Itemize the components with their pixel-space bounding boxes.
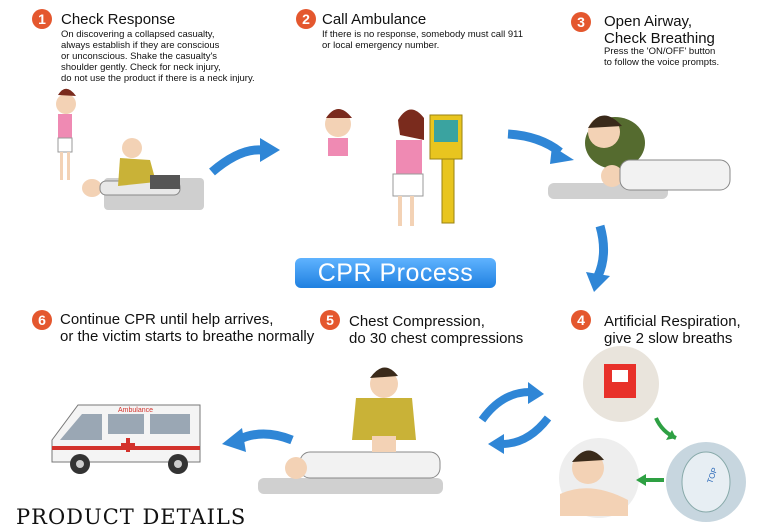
step6-title: Continue CPR until help arrives, or the … <box>60 311 314 345</box>
step4-title-line: give 2 slow breaths <box>604 330 733 347</box>
step3-description: Press the 'ON/OFF' button to follow the … <box>604 46 719 68</box>
step1-desc-line: always establish if they are conscious <box>61 40 220 51</box>
step5-illustration <box>258 367 443 494</box>
step2-illustration <box>325 109 463 226</box>
step2-title: Call Ambulance <box>322 11 427 28</box>
ambulance-label: Ambulance <box>118 407 153 414</box>
step1-desc-line: On discovering a collapsed casualty, <box>61 29 215 40</box>
flow-arrows <box>209 129 610 454</box>
step1-desc-line: do not use the product if there is a nec… <box>61 73 255 84</box>
step6-title-line: or the victim starts to breathe normally <box>60 328 315 345</box>
arrow-3-to-4 <box>586 272 610 292</box>
arrow-1-to-2 <box>260 138 280 162</box>
step3-desc-line: Press the 'ON/OFF' button <box>604 46 716 57</box>
cpr-process-banner: CPR Process <box>295 258 496 288</box>
step3-number-badge: 3 <box>571 12 591 32</box>
step3-desc-line: to follow the voice prompts. <box>604 57 720 68</box>
step4-number-badge: 4 <box>571 310 591 330</box>
arrow-4-to-5 <box>488 434 504 454</box>
arrow-2-to-3 <box>550 146 574 164</box>
step2-description: If there is no response, somebody must c… <box>322 29 523 51</box>
step5-title-line: do 30 chest compressions <box>349 330 524 347</box>
step1-desc-line: or unconscious. Shake the casualty's <box>61 51 218 62</box>
product-details-label: PRODUCT DETAILS <box>16 505 247 529</box>
step6-title-line: Continue CPR until help arrives, <box>60 311 274 328</box>
step5-number-badge: 5 <box>320 310 340 330</box>
step3-illustration <box>548 115 731 199</box>
step4-illustration: TOP <box>559 346 746 522</box>
arrow-5-to-6 <box>222 428 246 452</box>
step2-desc-line: If there is no response, somebody must c… <box>322 29 524 40</box>
step2-number-badge: 2 <box>296 9 316 29</box>
step3-title-line: Open Airway, <box>604 13 693 30</box>
step4-title: Artificial Respiration, give 2 slow brea… <box>604 313 741 347</box>
step5-title: Chest Compression, do 30 chest compressi… <box>349 313 523 347</box>
step3-title-line: Check Breathing <box>604 30 715 47</box>
arrow-5-to-4 <box>528 382 544 404</box>
step4-title-line: Artificial Respiration, <box>604 313 741 330</box>
step2-desc-line: or local emergency number. <box>322 40 440 51</box>
step5-title-line: Chest Compression, <box>349 313 485 330</box>
step3-title: Open Airway, Check Breathing <box>604 13 715 47</box>
step1-number-badge: 1 <box>32 9 52 29</box>
step1-illustration <box>56 88 204 210</box>
step6-number-badge: 6 <box>32 310 52 330</box>
ambulance-illustration: Ambulance <box>51 404 201 474</box>
step1-title: Check Response <box>61 11 176 28</box>
step1-desc-line: shoulder gently. Check for neck injury, <box>61 62 221 73</box>
step1-description: On discovering a collapsed casualty, alw… <box>61 29 255 84</box>
